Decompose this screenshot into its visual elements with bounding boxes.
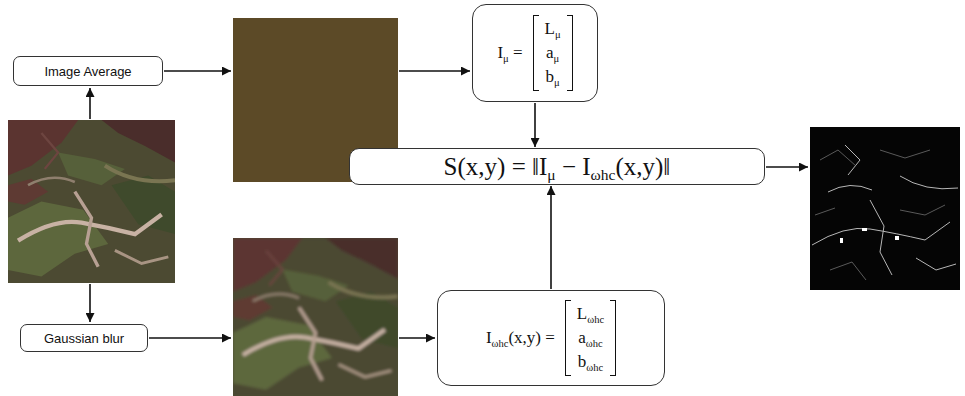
flow-arrow bbox=[89, 284, 91, 322]
subscript: μ bbox=[503, 53, 509, 64]
flow-arrow bbox=[149, 337, 231, 339]
flow-arrow bbox=[164, 70, 231, 72]
text-run: − I bbox=[556, 153, 591, 180]
node-label: Gaussian blur bbox=[44, 331, 124, 346]
text-run: a bbox=[546, 43, 554, 62]
process-box: Image Average bbox=[13, 56, 163, 86]
text-run: = bbox=[509, 43, 523, 62]
text-run: b bbox=[546, 67, 555, 86]
text-run: Gaussian blur bbox=[44, 331, 124, 346]
equation-box: S(x,y) = ‖Iμ − Iωhc(x,y)‖ bbox=[349, 148, 765, 185]
connector-arrow bbox=[550, 186, 552, 289]
vector-entry: Lμ bbox=[545, 17, 561, 41]
subscript: ωhc bbox=[591, 166, 616, 183]
subscript: ωhc bbox=[586, 362, 603, 373]
blurred-image bbox=[233, 238, 398, 396]
text-run: (x,y)‖ bbox=[615, 153, 670, 180]
flow-arrow bbox=[399, 70, 470, 72]
matrix-bracket bbox=[567, 15, 573, 91]
text-run: I bbox=[486, 328, 492, 347]
vector-entry: Lωhc bbox=[577, 302, 604, 326]
connector-arrow bbox=[534, 103, 536, 147]
matrix-bracket bbox=[565, 300, 571, 376]
vector-matrix: Lωhcaωhcbωhc bbox=[565, 300, 616, 376]
vector-box: Iωhc(x,y) =Lωhcaωhcbωhc bbox=[437, 290, 665, 386]
vector-row: Iωhc(x,y) =Lωhcaωhcbωhc bbox=[486, 300, 616, 376]
process-box: Gaussian blur bbox=[20, 324, 148, 352]
subscript: ωhc bbox=[587, 314, 604, 325]
input-image bbox=[8, 120, 175, 283]
subscript: ωhc bbox=[586, 338, 603, 349]
vector-name: Iωhc(x,y) = bbox=[486, 328, 555, 348]
flow-arrow bbox=[766, 166, 808, 168]
vector-box: Iμ =Lμaμbμ bbox=[472, 4, 598, 102]
vector-matrix: Lμaμbμ bbox=[533, 15, 573, 91]
text-run: Image Average bbox=[44, 64, 131, 79]
vector-entry: bμ bbox=[546, 65, 560, 89]
text-run: L bbox=[545, 19, 555, 38]
vector-entry: aμ bbox=[546, 41, 559, 65]
text-run: b bbox=[578, 352, 587, 371]
vector-row: Iμ =Lμaμbμ bbox=[497, 15, 572, 91]
saliency-map bbox=[810, 127, 960, 290]
node-label: Image Average bbox=[44, 64, 131, 79]
subscript: ωhc bbox=[492, 338, 509, 349]
subscript: μ bbox=[555, 29, 561, 40]
subscript: μ bbox=[554, 53, 560, 64]
node-label: S(x,y) = ‖Iμ − Iωhc(x,y)‖ bbox=[444, 153, 671, 181]
text-run: (x,y) = bbox=[508, 328, 554, 347]
matrix-bracket bbox=[533, 15, 539, 91]
text-run: S(x,y) = ‖I bbox=[444, 153, 548, 180]
text-run: I bbox=[497, 43, 503, 62]
vector-entry: aωhc bbox=[578, 326, 602, 350]
flow-arrow bbox=[399, 337, 435, 339]
vector-entry: bωhc bbox=[578, 350, 603, 374]
subscript: μ bbox=[547, 166, 555, 183]
text-run: L bbox=[577, 304, 587, 323]
vector-name: Iμ = bbox=[497, 43, 522, 63]
flow-arrow bbox=[89, 88, 91, 119]
text-run: a bbox=[578, 328, 586, 347]
matrix-bracket bbox=[610, 300, 616, 376]
subscript: μ bbox=[554, 77, 560, 88]
